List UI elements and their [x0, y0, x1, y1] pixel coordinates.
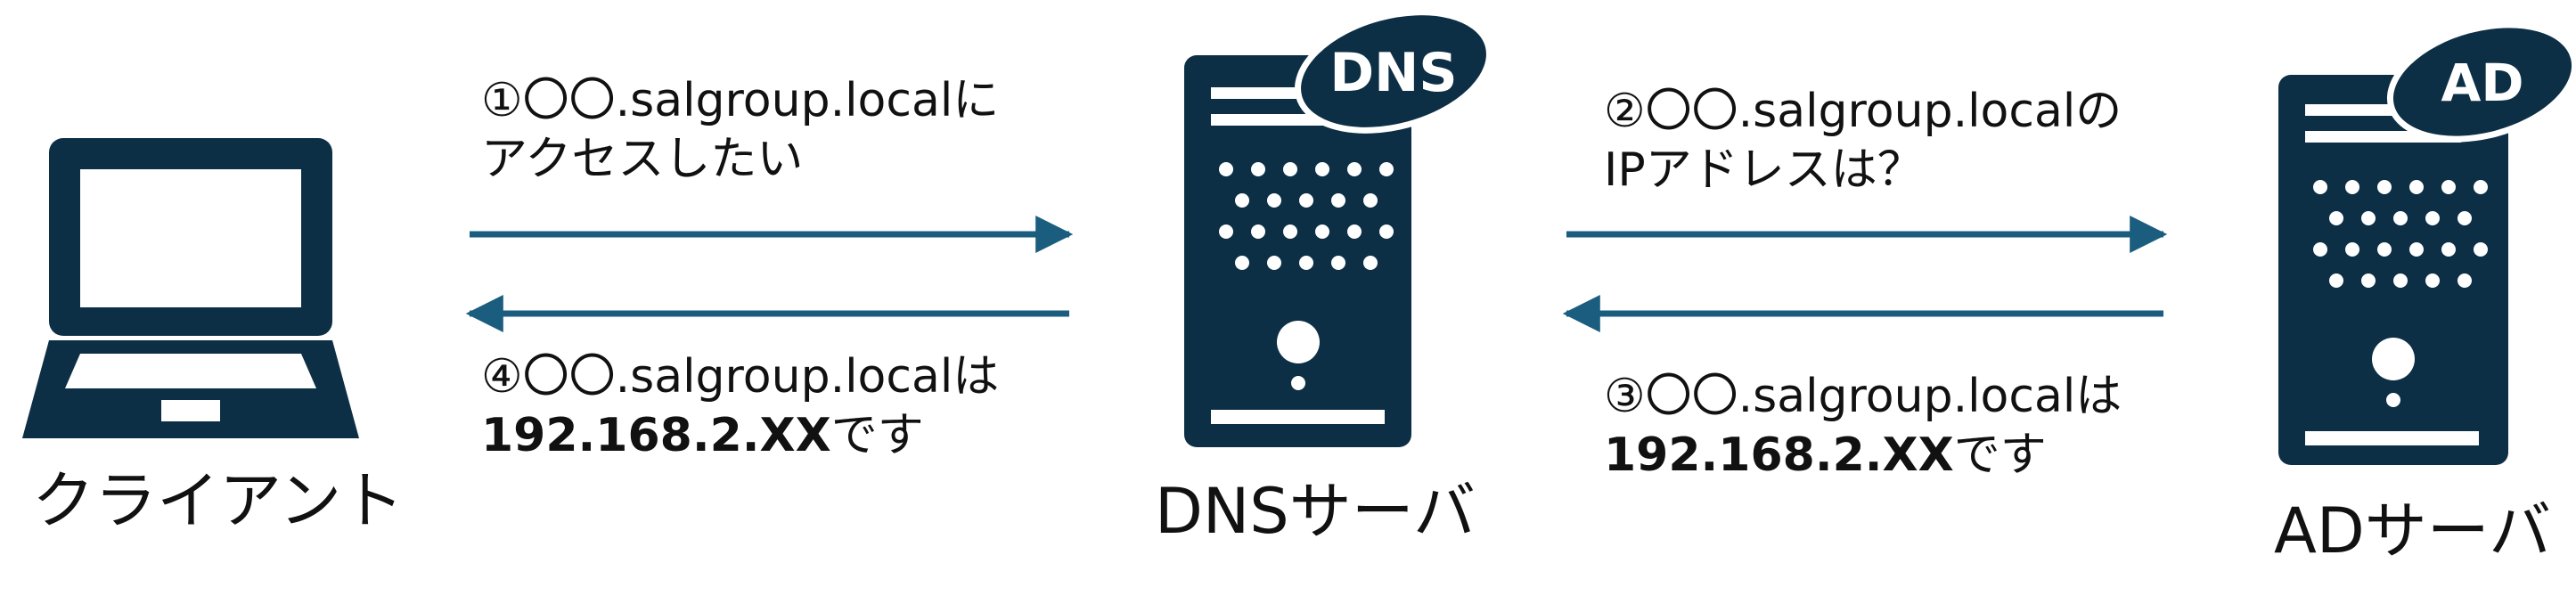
- vent-dot: [2313, 180, 2327, 194]
- vent-dot: [1331, 193, 1345, 208]
- message-4-line2: 192.168.2.XXです: [481, 406, 999, 465]
- vent-dot: [1379, 162, 1394, 176]
- vent-dot: [1219, 224, 1233, 239]
- vent-dot: [2425, 273, 2440, 288]
- dns-badge-label: DNS: [1329, 42, 1457, 104]
- vent-dot: [1267, 193, 1281, 208]
- ad-server-tower-icon: [2278, 75, 2508, 465]
- vent-dot: [1299, 193, 1313, 208]
- message-3-line1: ③〇〇.salgroup.localは: [1604, 370, 2122, 423]
- vent-dot: [1363, 256, 1378, 270]
- dns-badge: DNS: [1295, 9, 1492, 134]
- message-1-line2: アクセスしたい: [481, 133, 804, 186]
- vent-dot: [1299, 256, 1313, 270]
- vent-dot: [1347, 224, 1362, 239]
- ad-badge: AD: [2386, 21, 2576, 143]
- message-2: ②〇〇.salgroup.localの IPアドレスは？: [1604, 82, 2122, 200]
- vent-dot: [2329, 273, 2343, 288]
- vent-dot: [2457, 273, 2472, 288]
- vent-dot: [2393, 273, 2408, 288]
- vent-dot: [1315, 224, 1329, 239]
- vent-dot: [2441, 242, 2456, 257]
- message-1-line1: ①〇〇.salgroup.localに: [481, 74, 1000, 127]
- message-3: ③〇〇.salgroup.localは 192.168.2.XXです: [1604, 367, 2122, 485]
- vent-dot: [2441, 180, 2456, 194]
- vent-dot: [2409, 180, 2424, 194]
- message-2-line1: ②〇〇.salgroup.localの: [1604, 85, 2122, 138]
- message-4-ip: 192.168.2.XX: [481, 409, 831, 462]
- ad-server-label: ADサーバ: [2274, 494, 2552, 567]
- vent-dot: [2345, 242, 2359, 257]
- vent-dot: [2457, 211, 2472, 225]
- ad-badge-label: AD: [2441, 53, 2523, 113]
- vent-dot: [1251, 224, 1265, 239]
- message-4: ④〇〇.salgroup.localは 192.168.2.XXです: [481, 347, 999, 465]
- vent-dot: [1363, 193, 1378, 208]
- vent-dot: [1283, 162, 1297, 176]
- vent-dot: [2361, 273, 2376, 288]
- vent-dot: [2474, 180, 2488, 194]
- vent-dot: [2361, 211, 2376, 225]
- vent-dot: [2345, 180, 2359, 194]
- vent-dot: [1315, 162, 1329, 176]
- message-4-suffix: です: [830, 409, 924, 462]
- message-3-line2: 192.168.2.XXです: [1604, 426, 2122, 485]
- message-3-suffix: です: [1953, 429, 2047, 482]
- vent-dot: [1219, 162, 1233, 176]
- vent-dot: [1235, 256, 1249, 270]
- vent-dot: [1379, 224, 1394, 239]
- vent-dot: [1235, 193, 1249, 208]
- vent-dot: [2329, 211, 2343, 225]
- vent-dot: [1347, 162, 1362, 176]
- vent-dot: [2313, 242, 2327, 257]
- message-2-line2: IPアドレスは？: [1604, 143, 1924, 197]
- vent-dot: [2393, 211, 2408, 225]
- vent-dot: [2474, 242, 2488, 257]
- vent-dot: [1283, 224, 1297, 239]
- vent-dot: [1331, 256, 1345, 270]
- vent-dot: [2409, 242, 2424, 257]
- message-3-ip: 192.168.2.XX: [1604, 429, 1954, 482]
- vent-dot: [1267, 256, 1281, 270]
- vent-dot: [2425, 211, 2440, 225]
- laptop-icon: [22, 138, 359, 438]
- dns-server-label: DNSサーバ: [1155, 475, 1476, 548]
- vent-dot: [1251, 162, 1265, 176]
- vent-dot: [2377, 242, 2392, 257]
- vent-dot: [2377, 180, 2392, 194]
- client-label: クライアント: [32, 464, 405, 537]
- message-1: ①〇〇.salgroup.localに アクセスしたい: [481, 71, 999, 189]
- message-4-line1: ④〇〇.salgroup.localは: [481, 350, 1000, 404]
